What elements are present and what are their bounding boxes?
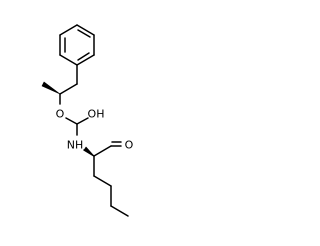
carbonyl-oh-label: OH — [88, 108, 105, 121]
chemical-structure-diagram: O OH NH O — [41, 24, 134, 217]
alpha-to-aldehyde-c-bond — [93, 145, 112, 157]
alpha-carbon-wedge-bond — [83, 146, 95, 157]
nitrogen-label: NH — [67, 139, 84, 152]
methyl-wedge-bond — [41, 81, 61, 95]
ester-oxygen-label: O — [56, 108, 65, 121]
aldehyde-oxygen-label: O — [125, 139, 134, 152]
carbonyl-to-oh-bond — [76, 117, 89, 125]
benzene-ring — [59, 24, 95, 66]
ester-o-to-carbonyl-bond — [65, 117, 78, 125]
ch2-to-chiral-bond — [59, 83, 78, 95]
butyl-bond-4 — [110, 205, 129, 217]
butyl-bond-2 — [93, 175, 112, 187]
